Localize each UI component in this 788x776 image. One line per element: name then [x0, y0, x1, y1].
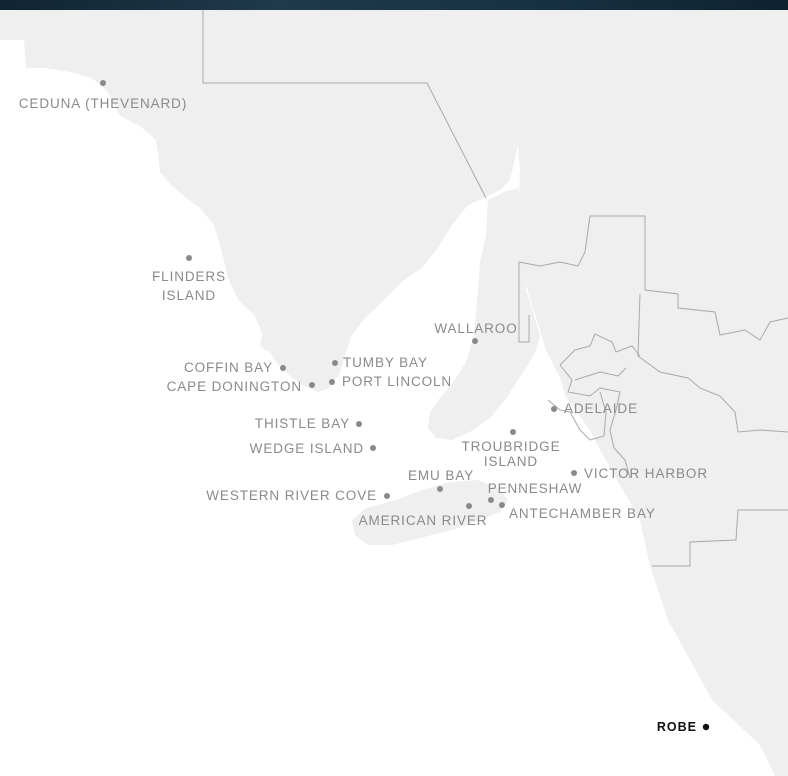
mainland — [0, 10, 788, 776]
location-marker — [100, 80, 106, 86]
location-marker — [466, 503, 472, 509]
location-label-line: ISLAND — [484, 454, 538, 469]
location-marker — [499, 502, 505, 508]
location-emu-bay: EMU BAY — [408, 468, 474, 492]
yorke-peninsula — [428, 188, 540, 440]
location-penneshaw: PENNESHAW — [488, 481, 583, 503]
location-marker — [332, 360, 338, 366]
location-label: WEDGE ISLAND — [250, 441, 364, 456]
location-cape-donington: CAPE DONINGTON — [167, 379, 315, 394]
location-marker — [571, 470, 577, 476]
location-robe: ROBE — [657, 720, 710, 734]
location-marker — [329, 379, 335, 385]
location-marker — [551, 406, 557, 412]
location-coffin-bay: COFFIN BAY — [184, 360, 286, 375]
location-antechamber-bay: ANTECHAMBER BAY — [499, 502, 656, 521]
location-ceduna: CEDUNA (THEVENARD) — [19, 80, 187, 111]
location-marker — [280, 365, 286, 371]
location-thistle-bay: THISTLE BAY — [255, 416, 362, 431]
location-marker — [186, 255, 192, 261]
location-wedge-island: WEDGE ISLAND — [250, 441, 376, 456]
location-american-river: AMERICAN RIVER — [359, 503, 488, 528]
location-label: WESTERN RIVER COVE — [206, 488, 377, 503]
location-label: CAPE DONINGTON — [167, 379, 302, 394]
location-label: AMERICAN RIVER — [359, 513, 488, 528]
location-marker — [370, 445, 376, 451]
island-coffin — [260, 330, 274, 352]
location-marker — [384, 493, 390, 499]
location-marker — [437, 486, 443, 492]
location-tumby-bay: TUMBY BAY — [332, 355, 428, 370]
robe-label: ROBE — [657, 720, 697, 734]
location-label: CEDUNA (THEVENARD) — [19, 96, 187, 111]
location-adelaide: ADELAIDE — [551, 401, 638, 416]
location-marker — [356, 421, 362, 427]
location-port-lincoln: PORT LINCOLN — [329, 374, 452, 389]
location-label-line: ISLAND — [162, 288, 216, 303]
location-label: TUMBY BAY — [343, 355, 428, 370]
location-label-line: FLINDERS — [152, 269, 226, 284]
location-marker — [510, 429, 516, 435]
kangaroo-island — [352, 480, 508, 545]
location-label: ANTECHAMBER BAY — [509, 506, 656, 521]
location-marker — [472, 338, 478, 344]
location-label: PENNESHAW — [488, 481, 583, 496]
location-flinders-island: FLINDERS ISLAND — [152, 255, 226, 303]
location-label: FLINDERS ISLAND — [152, 269, 226, 303]
location-western-river-cove: WESTERN RIVER COVE — [206, 488, 390, 503]
location-marker — [488, 497, 494, 503]
borders — [202, 10, 788, 567]
location-label-line: TROUBRIDGE — [461, 439, 560, 454]
location-label: VICTOR HARBOR — [584, 466, 708, 481]
location-victor-harbor: VICTOR HARBOR — [571, 466, 708, 481]
location-wallaroo: WALLAROO — [434, 321, 517, 344]
location-label: WALLAROO — [434, 321, 517, 336]
location-label: PORT LINCOLN — [342, 374, 452, 389]
location-label: THISTLE BAY — [255, 416, 350, 431]
robe-marker — [702, 723, 710, 731]
top-band — [0, 0, 788, 10]
location-label: EMU BAY — [408, 468, 474, 483]
location-marker — [309, 382, 315, 388]
location-label: ADELAIDE — [564, 401, 638, 416]
location-label: COFFIN BAY — [184, 360, 273, 375]
